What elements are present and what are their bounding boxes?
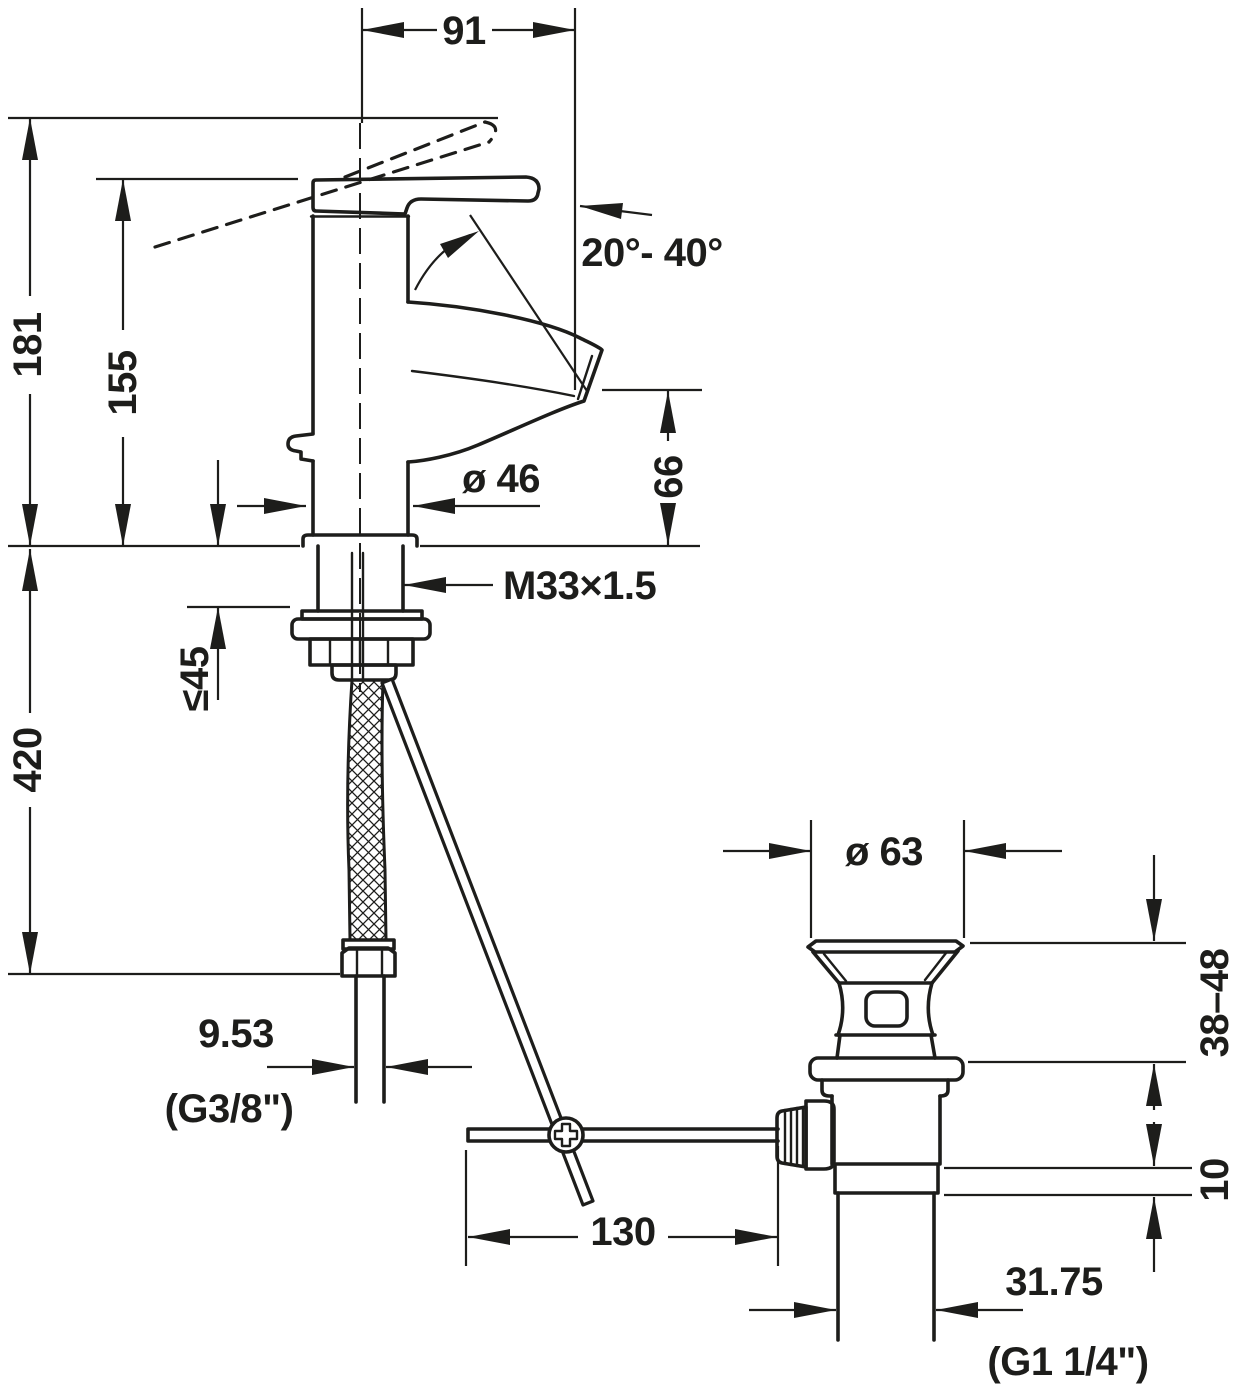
hose-end-fitting <box>340 938 397 1104</box>
joint-cross-screw <box>553 1122 579 1148</box>
base-flange <box>301 533 419 548</box>
dim-drain-flange-diameter: ø 63 <box>845 830 923 874</box>
handle-raised-outline <box>153 120 498 249</box>
funnel-inner-lines <box>822 951 948 983</box>
horizontal-lever-rod <box>466 1127 780 1143</box>
extension-lines <box>8 8 1192 1266</box>
handle-axis-line <box>469 214 588 392</box>
dim-spout-reach: 91 <box>442 9 486 53</box>
dim-supply-connection-size: 9.53 <box>198 1012 274 1056</box>
knurl-ridges <box>783 1106 805 1168</box>
faucet-figure <box>153 120 780 1207</box>
supply-hose-braided <box>346 678 388 942</box>
drain-bottom-nut <box>833 1162 940 1195</box>
knob-connector <box>804 1099 836 1171</box>
dim-max-deck-thickness: ≤45 <box>173 646 217 711</box>
drain-body <box>775 939 965 1342</box>
mounting-stack <box>290 533 432 682</box>
faucet-handle <box>311 175 541 216</box>
dim-drain-deck-range: 38–48 <box>1193 948 1237 1057</box>
drain-neck <box>836 981 935 1037</box>
dim-drain-pipe-diameter: 31.75 <box>1005 1260 1103 1304</box>
dim-body-diameter: ø 46 <box>462 457 540 501</box>
knurled-knob <box>775 1105 808 1169</box>
popup-drain-figure <box>775 939 965 1342</box>
dim-total-height: 181 <box>6 312 50 377</box>
pull-rod <box>380 677 595 1207</box>
lift-rod-knob <box>286 432 315 463</box>
dim-drain-pipe-thread: (G1 1/4") <box>987 1340 1148 1384</box>
dim-hose-length: 420 <box>6 727 50 792</box>
drain-flange-lip <box>806 939 965 954</box>
drain-window <box>864 990 909 1028</box>
dim-height-to-handle: 155 <box>101 350 145 415</box>
drain-tailpipe <box>836 1191 936 1342</box>
drain-mid-flange <box>808 1056 965 1082</box>
nut-facets <box>328 637 390 667</box>
dim-mounting-thread: M33×1.5 <box>503 564 657 608</box>
hose-hex-nut <box>340 946 397 978</box>
threaded-shank <box>316 544 405 613</box>
dimension-labels: 91 181 155 20°- 40° ø 46 66 M33×1.5 ≤45 … <box>6 9 1237 1384</box>
mounting-nut <box>308 637 415 667</box>
rod-joint <box>547 1116 585 1154</box>
hex-nut-facets <box>355 947 384 978</box>
lift-rod-inner <box>350 551 365 682</box>
dim-supply-connection-thread: (G3/8") <box>165 1087 294 1131</box>
dimension-arrowheads <box>22 22 1162 1318</box>
faucet-body <box>286 214 410 537</box>
dim-pull-rod-reach: 130 <box>590 1210 655 1254</box>
dim-handle-angle: 20°- 40° <box>581 231 722 275</box>
dim-drain-nut-height: 10 <box>1193 1158 1237 1202</box>
dim-spout-outlet-height: 66 <box>647 455 691 499</box>
faucet-spout <box>406 300 604 464</box>
supply-tube <box>354 974 386 1104</box>
aerator-line <box>576 354 594 401</box>
